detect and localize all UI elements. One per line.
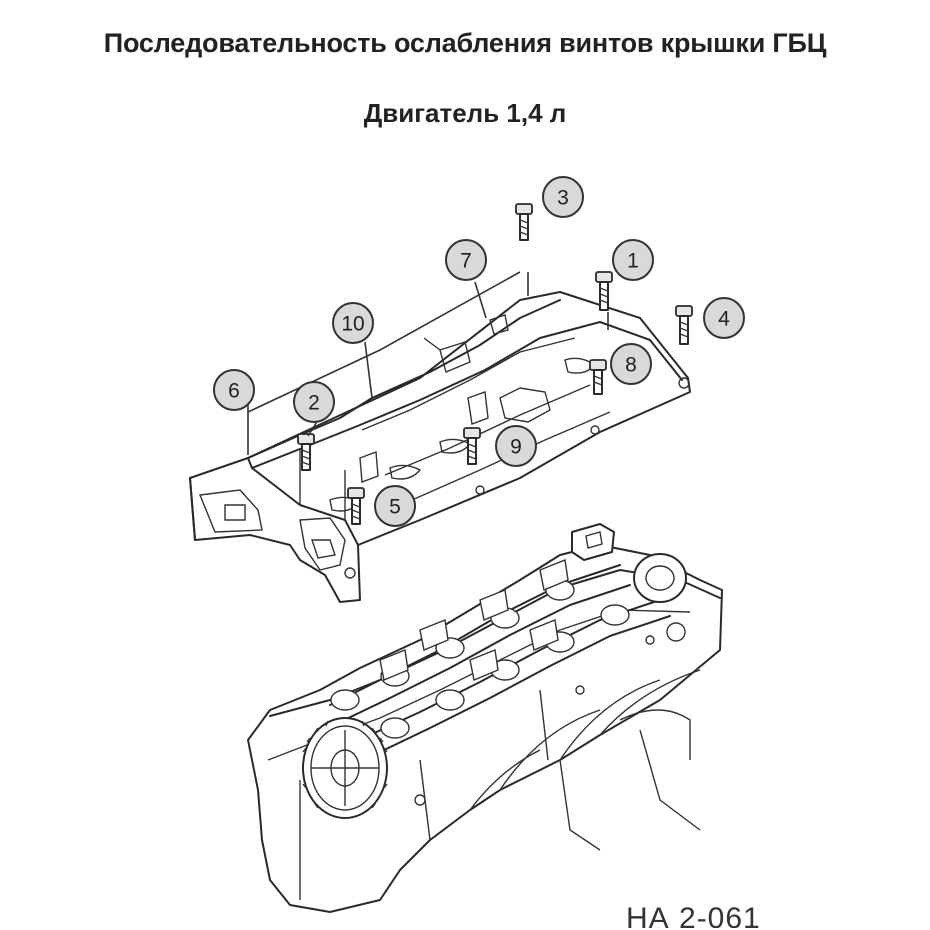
leader-lines xyxy=(247,271,609,455)
callout-1-label: 1 xyxy=(627,250,639,273)
callout-6: 6 xyxy=(213,369,255,411)
callout-4-label: 4 xyxy=(718,308,730,331)
callout-4: 4 xyxy=(703,297,745,339)
valve-cover xyxy=(189,291,691,603)
callout-7: 7 xyxy=(445,239,487,281)
figure-code: НА 2-061 xyxy=(626,902,761,928)
callout-8-label: 8 xyxy=(625,354,637,377)
callout-10: 10 xyxy=(332,302,374,344)
callout-3: 3 xyxy=(542,176,584,218)
callout-1: 1 xyxy=(612,239,654,281)
callout-5-label: 5 xyxy=(389,496,401,519)
callout-3-label: 3 xyxy=(557,187,569,210)
engine-subtitle: Двигатель 1,4 л xyxy=(363,98,567,128)
cylinder-head xyxy=(247,523,723,913)
callout-9-label: 9 xyxy=(510,436,522,459)
callout-8: 8 xyxy=(610,343,652,385)
diagram-title: Последовательность ослабления винтов кры… xyxy=(103,28,827,58)
callout-9: 9 xyxy=(495,425,537,467)
callout-7-label: 7 xyxy=(460,250,472,273)
callout-10-label: 10 xyxy=(341,313,364,336)
callout-5: 5 xyxy=(374,485,416,527)
callout-2: 2 xyxy=(293,381,335,423)
callout-2-label: 2 xyxy=(308,392,320,415)
callout-6-label: 6 xyxy=(228,380,240,403)
cover-bolts xyxy=(297,203,693,525)
